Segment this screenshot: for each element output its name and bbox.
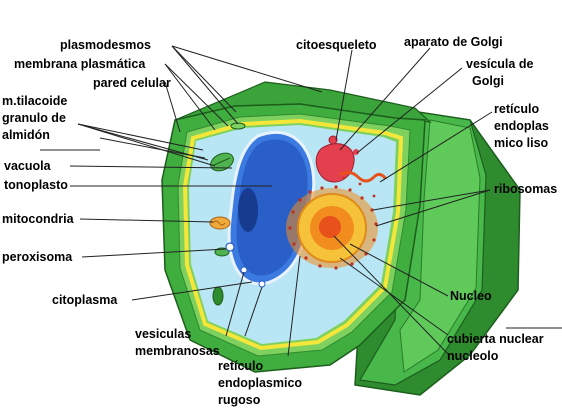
label-vacuola: vacuola [4, 159, 52, 173]
nucleolus [319, 216, 341, 238]
label-reticulo-liso-2: endoplas [494, 119, 549, 133]
label-plasmodesmos: plasmodesmos [60, 38, 151, 52]
label-m-tilacoide: m.tilacoide [2, 94, 67, 108]
label-aparato-de-golgi: aparato de Golgi [404, 35, 503, 49]
label-granulo-de: granulo de [2, 111, 66, 125]
golgi-vesicle [353, 149, 359, 155]
label-membrana-plasmatica: membrana plasmática [14, 57, 146, 71]
label-reticulo-rugoso-2: endoplasmico [218, 376, 302, 390]
mitochondrion [209, 216, 231, 230]
label-tonoplasto: tonoplasto [4, 178, 68, 192]
vacuole-shadow [238, 188, 258, 232]
thylakoid-line [213, 157, 231, 166]
plasma-membrane [182, 118, 404, 351]
label-cubierta-nuclear: cubierta nuclear [447, 332, 544, 346]
mitochondrion-cristae [212, 220, 226, 226]
label-citoplasma: citoplasma [52, 293, 118, 307]
label-membranosas: membranosas [135, 344, 220, 358]
label-citoesqueleto: citoesqueleto [296, 38, 377, 52]
vesicle-2 [258, 280, 266, 288]
label-reticulo-rugoso-1: retículo [218, 359, 264, 373]
chloroplast-3 [230, 122, 246, 130]
label-vesicula-de: vesícula de [466, 57, 533, 71]
peroxisome [225, 242, 235, 252]
label-nucleolo: nucleolo [447, 349, 499, 363]
label-reticulo-rugoso-3: rugoso [218, 393, 261, 407]
label-golgi: Golgi [472, 74, 504, 88]
wall-pit [212, 286, 224, 306]
label-reticulo-liso-1: retículo [494, 102, 540, 116]
label-nucleo: Nucleo [450, 289, 492, 303]
chloroplast-2 [214, 247, 230, 257]
label-mitocondria: mitocondria [2, 212, 75, 226]
label-pared-celular: pared celular [93, 76, 171, 90]
label-peroxisoma: peroxisoma [2, 250, 73, 264]
leader-lines [40, 45, 562, 357]
golgi-vesicle-small [328, 135, 338, 145]
ribosomes [288, 176, 378, 270]
label-vesiculas: vesiculas [135, 327, 191, 341]
label-ribosomas: ribosomas [494, 182, 557, 196]
smooth-er [339, 170, 388, 183]
cell-wall-right-face [399, 119, 481, 373]
label-almidon: almidón [2, 128, 50, 142]
label-reticulo-liso-3: mico liso [494, 136, 549, 150]
